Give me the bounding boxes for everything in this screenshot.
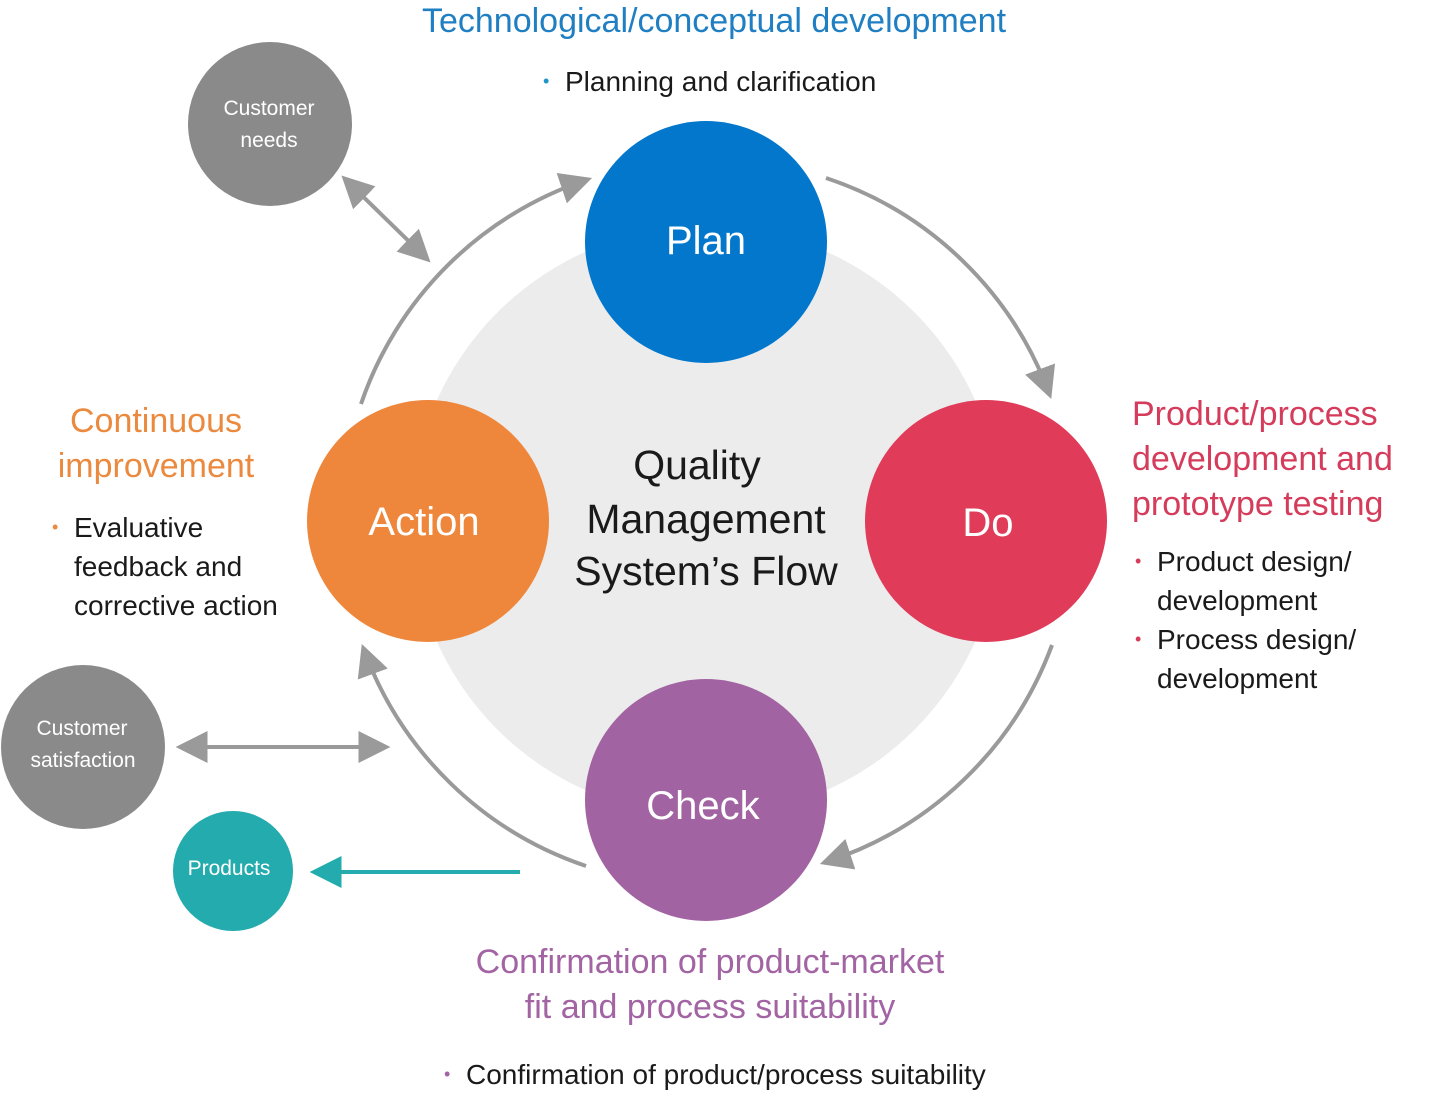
action-heading-line-2: improvement [57, 447, 255, 485]
do-section-bullets: Product design/ development Process desi… [1135, 542, 1356, 698]
do-bullet-1-line-1: Product design/ [1157, 546, 1352, 577]
customer-satisfaction-label-line-2: satisfaction [30, 749, 135, 772]
center-title-line-2: Management [586, 496, 826, 542]
customer-needs-label-line-1: Customer [223, 97, 314, 120]
customer-needs-double-arrow [341, 175, 431, 263]
plan-label: Plan [666, 219, 746, 263]
do-bullet-1-line-2: development [1157, 585, 1318, 616]
do-circle [865, 400, 1107, 642]
plan-to-do-arrow [825, 176, 1056, 399]
action-bullet-line-2: feedback and [74, 551, 243, 582]
action-section-heading: Continuous improvement [30, 399, 282, 489]
do-bullet-2-line-2: development [1157, 663, 1318, 694]
center-title-line-3: System’s Flow [574, 548, 838, 594]
do-bullet-2-line-1: Process design/ [1157, 624, 1357, 655]
do-bullet-item: Product design/ development [1135, 542, 1356, 620]
action-bullet-line-3: corrective action [74, 590, 278, 621]
products-circle [173, 811, 293, 931]
check-to-action-arrow [357, 643, 587, 868]
check-section-bullets: Confirmation of product/process suitabil… [444, 1055, 986, 1094]
action-section-bullets: Evaluative feedback and corrective actio… [52, 508, 278, 625]
check-heading-line-2: fit and process suitability [524, 988, 896, 1026]
check-bullet-item: Confirmation of product/process suitabil… [444, 1055, 986, 1094]
check-section-heading: Confirmation of product-market fit and p… [0, 940, 1420, 1030]
plan-circle [585, 121, 827, 363]
products-label: Products [188, 857, 271, 880]
action-heading-line-1: Continuous [69, 402, 242, 440]
do-heading-line-2: development and [1132, 440, 1393, 478]
do-section-heading: Product/process development and prototyp… [1132, 392, 1393, 527]
customer-satisfaction-label-line-1: Customer [36, 717, 127, 740]
plan-bullet-item: Planning and clarification [543, 62, 876, 101]
center-hub-circle [411, 226, 1001, 816]
action-bullet-line-1: Evaluative [74, 512, 204, 543]
check-label: Check [646, 784, 760, 828]
action-to-plan-arrow [359, 172, 593, 405]
do-bullet-item: Process design/ development [1135, 620, 1356, 698]
center-title-line-1: Quality [633, 442, 761, 488]
do-heading-line-1: Product/process [1132, 395, 1378, 433]
customer-needs-label-line-2: needs [240, 129, 297, 152]
check-heading-line-1: Confirmation of product-market [475, 943, 945, 981]
plan-section-heading: Technological/conceptual development [421, 2, 1007, 40]
do-heading-line-3: prototype testing [1132, 485, 1384, 523]
customer-needs-circle [188, 42, 352, 206]
do-to-check-arrow [819, 644, 1054, 870]
do-label: Do [962, 501, 1013, 545]
action-label: Action [368, 500, 479, 544]
action-circle [307, 400, 549, 642]
plan-section-bullets: Planning and clarification [543, 62, 876, 101]
action-bullet-item: Evaluative feedback and corrective actio… [52, 508, 278, 625]
check-circle [585, 679, 827, 921]
customer-satisfaction-circle [1, 665, 165, 829]
